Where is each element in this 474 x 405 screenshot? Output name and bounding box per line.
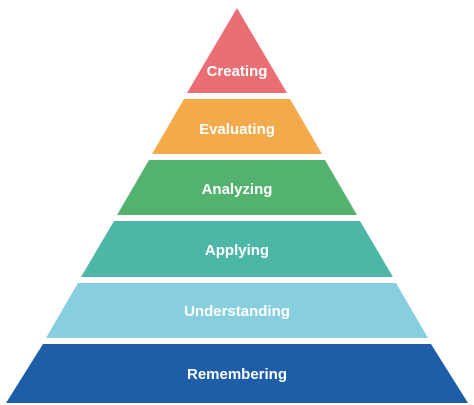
tier-evaluating-shape	[152, 99, 322, 154]
tier-understanding-shape	[46, 283, 428, 338]
tier-understanding-label: Understanding	[184, 303, 290, 320]
tier-remembering-label: Remembering	[187, 366, 287, 383]
tier-creating-shape	[187, 8, 287, 93]
tier-creating-label: Creating	[207, 63, 268, 80]
tier-evaluating-label: Evaluating	[199, 121, 275, 138]
tier-analyzing-label: Analyzing	[202, 181, 273, 198]
tier-applying-label: Applying	[205, 242, 269, 259]
tier-analyzing-shape	[117, 160, 357, 215]
tier-remembering-shape	[6, 344, 468, 403]
tier-applying-shape	[81, 221, 393, 277]
